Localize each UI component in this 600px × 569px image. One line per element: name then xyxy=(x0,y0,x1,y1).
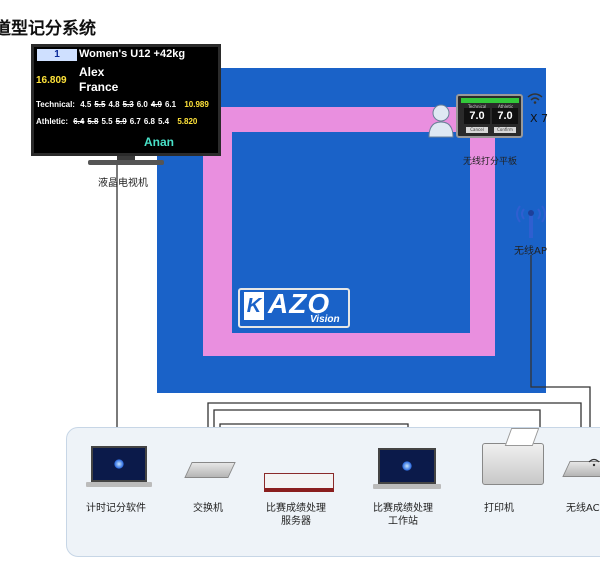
athletic-score: 6.7 xyxy=(129,117,141,126)
workstation-label-line2: 工作站 xyxy=(388,516,418,527)
technical-score: 6.0 xyxy=(136,100,148,109)
tablet-right-score: 7.0 xyxy=(492,108,518,124)
athlete-number: 1 xyxy=(37,49,77,61)
ap-bottom-label: 无线AC xyxy=(566,503,600,514)
timer-laptop-screen xyxy=(91,446,147,482)
wifi-icon xyxy=(527,93,543,104)
ap-top-label: 无线AP xyxy=(514,246,547,257)
tv-scoreboard: 1 Women's U12 +42kg 16.809 Alex France T… xyxy=(31,44,221,156)
technical-label: Technical: xyxy=(36,100,75,109)
athletic-score: 5.8 xyxy=(87,117,99,126)
logo-letter: K xyxy=(244,292,264,320)
server-label-line1: 比赛成绩处理 xyxy=(266,503,326,514)
tablet-label: 无线打分平板 xyxy=(463,157,518,167)
wifi-icon-bottom xyxy=(588,458,600,467)
printer-label: 打印机 xyxy=(484,503,514,514)
tablet-status-bar xyxy=(461,98,519,103)
athletic-label: Athletic: xyxy=(36,117,68,126)
page-title: 道型记分系统 xyxy=(0,19,96,39)
tv-label: 液晶电视机 xyxy=(98,178,148,189)
athletic-score: 6.4 xyxy=(73,117,85,126)
workstation-laptop-base xyxy=(373,484,441,489)
tablet-cancel-button: Cancel xyxy=(466,127,488,133)
wireless-ap-icon xyxy=(516,205,546,238)
logo-subtext: Vision xyxy=(310,314,340,325)
technical-score: 6.1 xyxy=(164,100,177,109)
technical-score: 5.5 xyxy=(94,100,106,109)
category-label: Women's U12 +42kg xyxy=(79,48,186,60)
coach-name: Anan xyxy=(144,135,174,149)
kazo-vision-logo: K AZO Vision xyxy=(238,288,350,328)
tv-stand-neck xyxy=(117,156,135,162)
tablet-confirm-button: Confirm xyxy=(494,127,516,133)
tv-stand-base xyxy=(88,160,164,165)
technical-score: 5.3 xyxy=(122,100,134,109)
competition-area-inner xyxy=(232,132,470,333)
tablet-left-label: Technical xyxy=(468,104,487,109)
timer-laptop-base xyxy=(86,482,152,487)
technical-score: 4.8 xyxy=(108,100,120,109)
logo-word: AZO xyxy=(268,288,331,319)
athletic-score: 5.4 xyxy=(157,117,170,126)
technical-score: 4.9 xyxy=(150,100,162,109)
athletic-total: 5.820 xyxy=(177,117,198,126)
athlete-country: France xyxy=(79,80,119,94)
judge-user-icon xyxy=(428,104,454,138)
switch-label: 交换机 xyxy=(193,503,223,514)
scoring-tablet: Technical Athletic 7.0 7.0 Cancel Confir… xyxy=(456,94,523,138)
workstation-label-line1: 比赛成绩处理 xyxy=(373,503,433,514)
athletic-score: 5.5 xyxy=(101,117,113,126)
total-score: 16.809 xyxy=(36,75,67,86)
tablet-right-label: Athletic xyxy=(498,104,514,109)
printer-icon xyxy=(482,443,544,485)
athlete-name: Alex xyxy=(79,65,105,79)
tablet-left-score: 7.0 xyxy=(464,108,490,124)
line-ap-to-ac xyxy=(530,255,591,460)
server-icon xyxy=(264,473,334,492)
athletic-score: 5.9 xyxy=(115,117,127,126)
network-switch-icon xyxy=(184,462,236,478)
server-label-line2: 服务器 xyxy=(281,516,311,527)
workstation-laptop-screen xyxy=(378,448,436,484)
athletic-score: 6.8 xyxy=(143,117,155,126)
timer-software-label: 计时记分软件 xyxy=(86,503,146,514)
tablet-count: X 7 xyxy=(530,112,549,125)
technical-score: 4.5 xyxy=(80,100,92,109)
technical-total: 10.989 xyxy=(184,100,209,109)
